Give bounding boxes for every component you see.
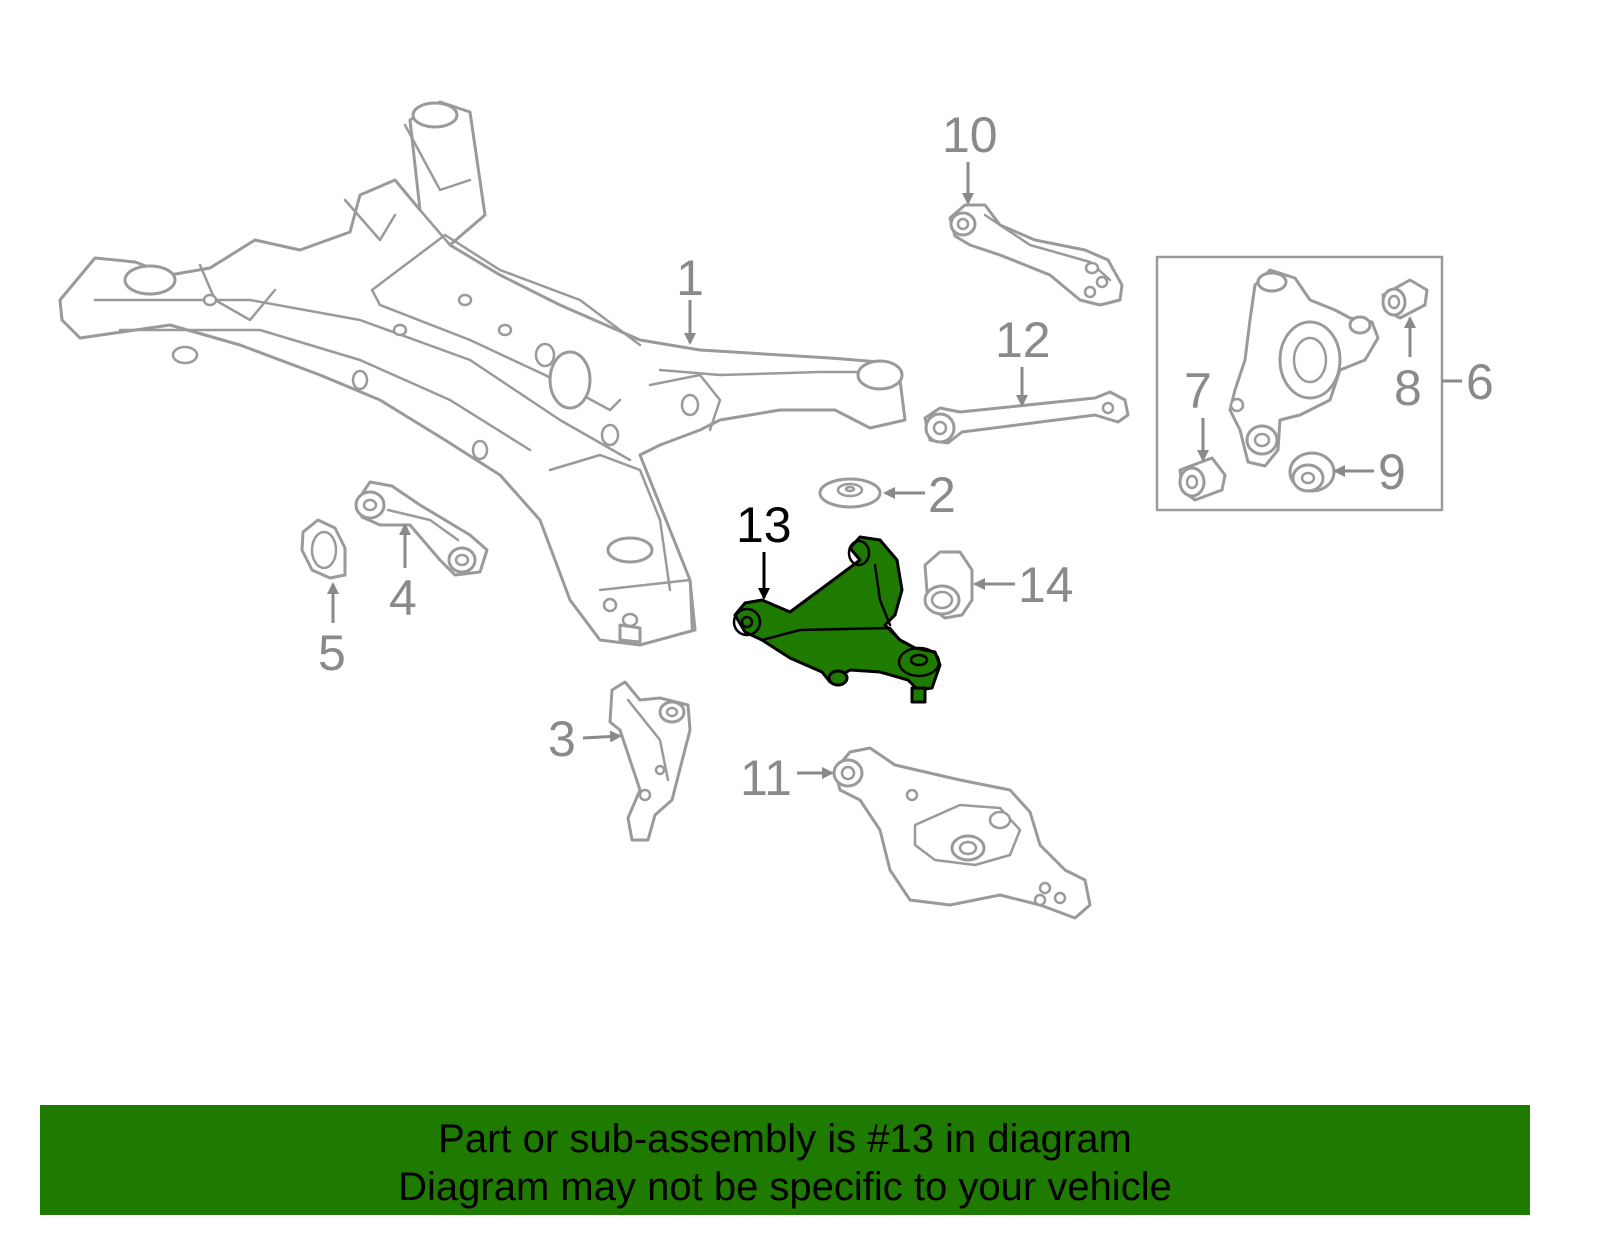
bracket-part [608, 680, 692, 842]
callout-10[interactable]: 10 [942, 107, 998, 163]
bushing-part-9 [1288, 451, 1336, 493]
callout-12[interactable]: 12 [995, 312, 1051, 368]
callout-9[interactable]: 9 [1378, 444, 1406, 500]
washer-part [818, 477, 882, 509]
bushing-part-8 [1381, 278, 1429, 320]
callout-14[interactable]: 14 [1018, 557, 1074, 613]
callout-7[interactable]: 7 [1184, 363, 1212, 419]
insulator-part [300, 518, 347, 580]
callout-13[interactable]: 13 [736, 497, 792, 553]
callout-6[interactable]: 6 [1466, 354, 1494, 410]
info-banner: Part or sub-assembly is #13 in diagram D… [40, 1105, 1530, 1215]
lateral-link-part [923, 390, 1130, 445]
knuckle-part [1228, 268, 1380, 468]
bushing-part-7 [1178, 456, 1227, 502]
knuckle-group-box [1155, 255, 1444, 512]
callout-11[interactable]: 11 [740, 750, 792, 806]
upper-arm-part [948, 203, 1124, 307]
callout-1[interactable]: 1 [676, 250, 704, 306]
bushing-part-14 [923, 550, 974, 620]
callout-4[interactable]: 4 [389, 570, 417, 626]
subframe-part [58, 100, 907, 647]
callout-2[interactable]: 2 [928, 467, 956, 523]
lower-arm-part [832, 746, 1092, 920]
control-arm-part-13[interactable] [732, 535, 942, 704]
callout-3[interactable]: 3 [548, 711, 576, 767]
banner-line-disclaimer: Diagram may not be specific to your vehi… [398, 1165, 1172, 1209]
callout-8[interactable]: 8 [1394, 360, 1422, 416]
link-part [354, 480, 489, 577]
callout-5[interactable]: 5 [318, 625, 346, 681]
banner-line-part: Part or sub-assembly is #13 in diagram [438, 1117, 1132, 1161]
